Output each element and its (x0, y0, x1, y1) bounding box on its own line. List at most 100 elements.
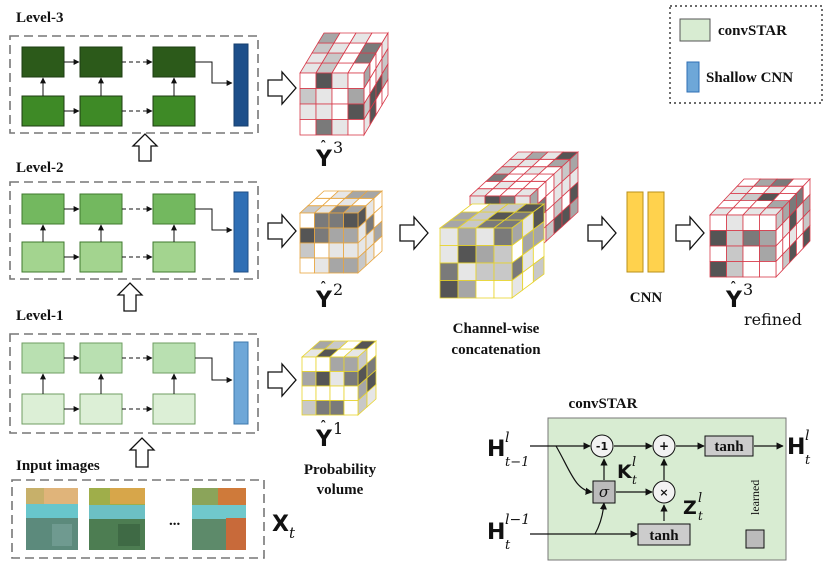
voxel-front (315, 400, 331, 416)
voxel-front (343, 400, 359, 416)
voxel-front (299, 257, 315, 274)
up-arrow (128, 437, 156, 468)
voxel-front (299, 88, 317, 105)
voxel-front (457, 245, 477, 264)
convstar-cell (152, 393, 196, 425)
voxel-front (759, 230, 777, 247)
voxel-front (343, 242, 359, 259)
voxel-front (343, 212, 359, 229)
voxel-front (475, 245, 495, 264)
convstar-cell (79, 193, 123, 225)
satellite-image-1 (26, 488, 78, 550)
right-arrow (399, 215, 429, 251)
voxel-front (726, 214, 744, 231)
voxel-front (347, 119, 365, 136)
tanh-gate-top (704, 435, 754, 457)
voxel-front (475, 280, 495, 299)
refine-cnn-bar-2 (647, 191, 665, 273)
input-variable: X t (272, 512, 296, 542)
level-2-box (9, 181, 259, 280)
y1-label: Y ˆ 1 (315, 419, 343, 452)
right-arrow (267, 70, 297, 106)
voxel-front (343, 257, 359, 274)
voxel-front (328, 212, 344, 229)
svg-text:3: 3 (333, 138, 343, 157)
level-3-label: Level-3 (16, 10, 63, 26)
svg-text:refined: refined (744, 310, 802, 329)
voxel-front (347, 72, 365, 89)
right-arrows (267, 70, 705, 398)
voxel-front (759, 214, 777, 231)
voxel-front (301, 385, 317, 401)
level-3-cells (21, 43, 249, 127)
z-gate-label: Z l t (683, 491, 703, 523)
legend-convstar-label: convSTAR (718, 23, 787, 39)
h-prev-time: H l t−1 (487, 430, 529, 470)
svg-text:ˆ: ˆ (320, 140, 327, 155)
input-ellipsis: ... (169, 513, 181, 529)
right-arrow (675, 215, 705, 251)
voxel-front (709, 214, 727, 231)
y2-label: Y ˆ 2 (315, 280, 343, 313)
svg-text:Y: Y (725, 288, 743, 313)
svg-text:l: l (805, 428, 809, 444)
voxel-front (439, 280, 459, 299)
svg-text:ˆ: ˆ (730, 281, 737, 296)
svg-text:3: 3 (743, 280, 753, 299)
voxel-front (726, 245, 744, 262)
voxel-front (328, 257, 344, 274)
svg-text:1: 1 (333, 419, 343, 438)
voxel-front (457, 262, 477, 281)
svg-text:K: K (617, 461, 633, 483)
voxel-front (475, 227, 495, 246)
voxel-front (315, 103, 333, 120)
legend-convstar-swatch (679, 18, 711, 42)
h-out: H l t (787, 428, 811, 468)
h-prev-layer: H l−1 t (487, 512, 530, 553)
add-node (652, 434, 676, 458)
convstar-cell (79, 241, 123, 273)
voxel-front (343, 385, 359, 401)
voxel-front (493, 245, 513, 264)
voxel-front (315, 385, 331, 401)
input-images-label: Input images (16, 458, 100, 474)
voxel-front (347, 103, 365, 120)
svg-text:σ: σ (599, 483, 610, 501)
up-arrow (116, 282, 144, 312)
convstar-cell (21, 342, 65, 374)
right-arrow (267, 362, 297, 398)
concat-label-line1: Channel-wise (453, 321, 540, 337)
voxel-front (315, 72, 333, 89)
voxel-front (328, 242, 344, 259)
probability-cube-level-1 (300, 340, 378, 416)
convstar-cell (21, 46, 65, 78)
voxel-side (569, 196, 579, 221)
voxel-side (381, 78, 389, 107)
svg-text:Y: Y (315, 147, 333, 172)
voxel-front (331, 88, 349, 105)
svg-text:2: 2 (333, 280, 343, 299)
level-1-label: Level-1 (16, 308, 63, 324)
voxel-front (329, 385, 345, 401)
voxel-front (759, 261, 777, 278)
svg-text:H: H (787, 435, 805, 460)
voxel-front (299, 72, 317, 89)
voxel-side (373, 235, 383, 260)
svg-text:l: l (505, 430, 509, 446)
voxel-front (709, 245, 727, 262)
svg-text:t: t (632, 473, 637, 487)
voxel-side (802, 224, 811, 250)
cell-wires (530, 442, 784, 538)
voxel-front (759, 245, 777, 262)
voxel-front (439, 227, 459, 246)
satellite-image-2 (89, 488, 145, 550)
voxel-front (299, 227, 315, 244)
voxel-front (493, 227, 513, 246)
svg-text:X: X (272, 512, 289, 537)
refined-cube (709, 177, 811, 279)
svg-text:tanh: tanh (649, 528, 679, 544)
svg-text:l−1: l−1 (505, 512, 530, 528)
voxel-front (742, 261, 760, 278)
voxel-front (347, 88, 365, 105)
voxel-front (742, 245, 760, 262)
